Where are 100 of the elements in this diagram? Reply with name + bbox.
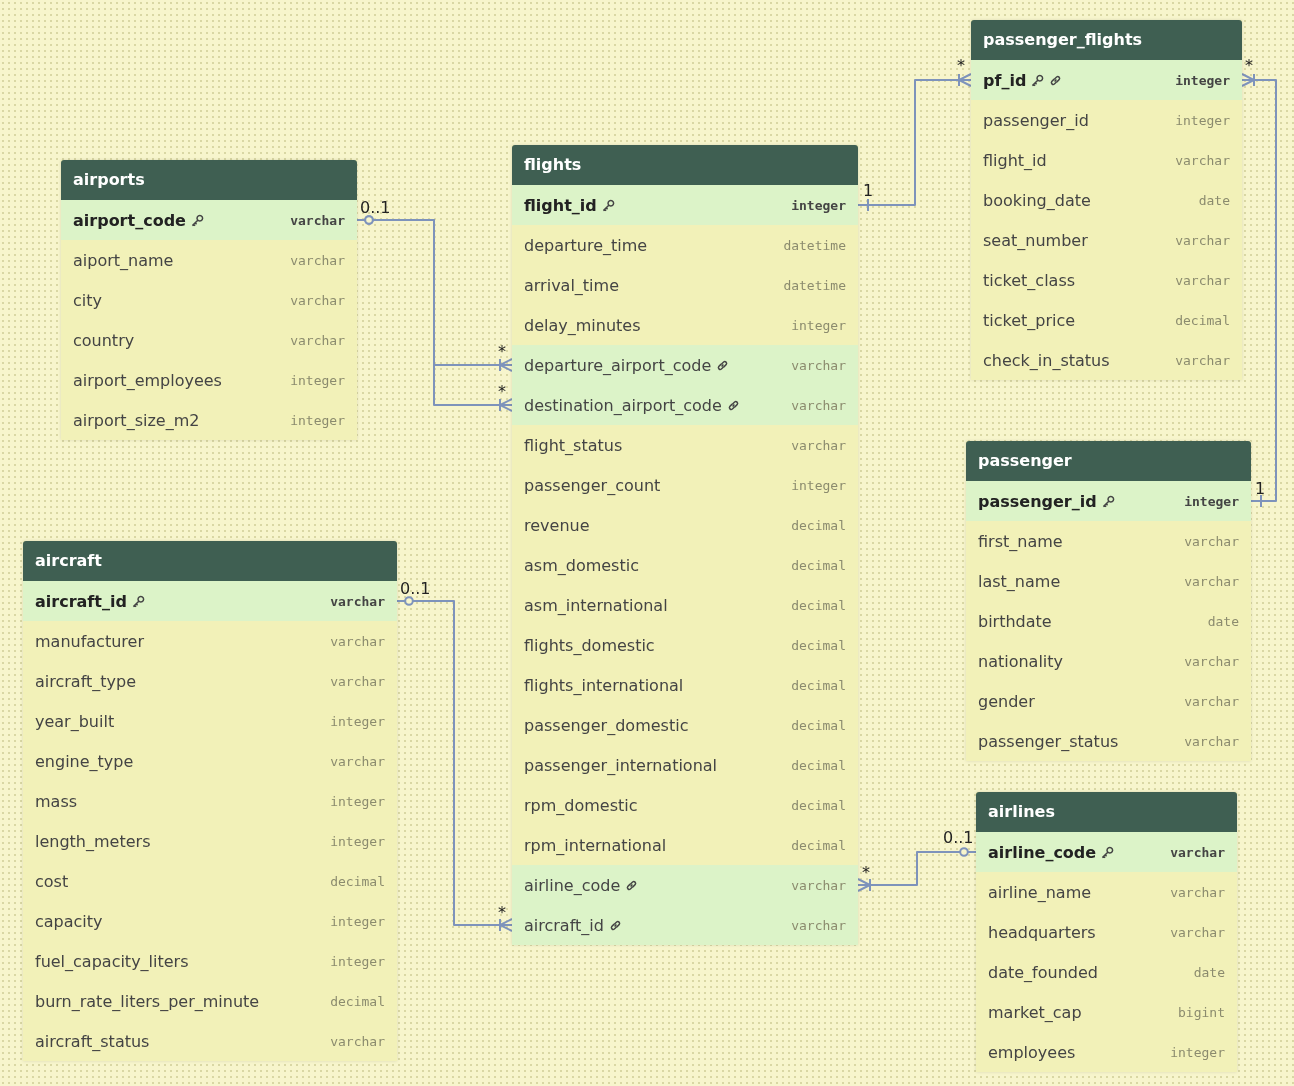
column-type: integer xyxy=(330,793,385,809)
column-type: date xyxy=(1207,613,1239,629)
column-type: varchar xyxy=(791,437,846,453)
column-name: birthdate xyxy=(978,611,1052,631)
column-name: year_built xyxy=(35,711,115,731)
table-row xyxy=(512,905,858,945)
column-type: datetime xyxy=(783,237,846,253)
column-name: departure_airport_code xyxy=(524,355,712,375)
column-type: integer xyxy=(330,833,385,849)
column-name: fuel_capacity_liters xyxy=(35,951,189,971)
table-name: airports xyxy=(61,160,357,200)
column-type: varchar xyxy=(330,753,385,769)
column-name: gender xyxy=(978,691,1035,711)
column-type: varchar xyxy=(330,1033,385,1049)
column-type: integer xyxy=(791,197,846,213)
column-name: aircraft_status xyxy=(35,1031,150,1051)
column-name: date_founded xyxy=(988,962,1098,982)
column-name: arrival_time xyxy=(524,275,619,295)
column-name: passenger_status xyxy=(978,731,1119,751)
table-name: passenger xyxy=(966,441,1251,481)
column-name: last_name xyxy=(978,571,1061,591)
column-name: cost xyxy=(35,871,69,891)
column-name: airport_size_m2 xyxy=(73,410,200,430)
table-card xyxy=(61,160,357,440)
column-name: passenger_domestic xyxy=(524,715,689,735)
column-name: asm_international xyxy=(524,595,668,615)
table-row xyxy=(512,345,858,385)
table-card xyxy=(976,792,1237,1072)
table-name: aircraft xyxy=(23,541,397,581)
column-type: varchar xyxy=(1175,272,1230,288)
column-name: city xyxy=(73,290,102,310)
column-name: check_in_status xyxy=(983,350,1110,370)
column-type: integer xyxy=(290,412,345,428)
column-type: varchar xyxy=(1175,232,1230,248)
column-name: pf_id xyxy=(983,70,1027,90)
column-type: varchar xyxy=(1175,152,1230,168)
column-type: varchar xyxy=(330,673,385,689)
table-row xyxy=(23,581,397,621)
column-name: asm_domestic xyxy=(524,555,639,575)
column-name: airline_code xyxy=(988,842,1097,862)
column-name: aircraft_id xyxy=(35,591,127,611)
column-type: date xyxy=(1193,964,1225,980)
column-name: passenger_count xyxy=(524,475,661,495)
column-name: nationality xyxy=(978,651,1064,671)
column-type: decimal xyxy=(330,993,385,1009)
column-name: first_name xyxy=(978,531,1063,551)
column-type: varchar xyxy=(791,917,846,933)
column-type: varchar xyxy=(1184,573,1239,589)
cardinality-label: * xyxy=(498,905,506,921)
column-type: varchar xyxy=(290,332,345,348)
column-type: integer xyxy=(791,317,846,333)
column-type: decimal xyxy=(791,717,846,733)
column-name: airline_code xyxy=(524,875,621,895)
column-type: integer xyxy=(1175,72,1230,88)
table-name: passenger_flights xyxy=(971,20,1242,60)
column-name: passenger_id xyxy=(978,491,1097,511)
table-row xyxy=(971,60,1242,100)
column-type: datetime xyxy=(783,277,846,293)
column-name: aircraft_id xyxy=(524,915,604,935)
column-type: varchar xyxy=(1170,844,1225,860)
column-name: flights_international xyxy=(524,675,684,695)
column-type: integer xyxy=(1175,112,1230,128)
table-row xyxy=(976,832,1237,872)
column-type: varchar xyxy=(1170,924,1225,940)
table-name: flights xyxy=(512,145,858,185)
relationship-line xyxy=(1241,73,1277,508)
column-name: burn_rate_liters_per_minute xyxy=(35,991,260,1011)
column-name: ticket_class xyxy=(983,270,1076,290)
table-row xyxy=(61,200,357,240)
column-name: airport_code xyxy=(73,210,186,230)
column-type: varchar xyxy=(290,252,345,268)
column-name: departure_time xyxy=(524,235,648,255)
cardinality-label: 1 xyxy=(1255,481,1266,497)
column-type: integer xyxy=(330,713,385,729)
cardinality-label: * xyxy=(1245,58,1253,74)
column-name: flight_id xyxy=(983,150,1047,170)
column-type: decimal xyxy=(791,837,846,853)
column-type: integer xyxy=(330,913,385,929)
column-name: aiport_name xyxy=(73,250,174,270)
cardinality-label: * xyxy=(862,865,870,881)
column-name: length_meters xyxy=(35,831,151,851)
column-type: varchar xyxy=(1184,733,1239,749)
column-name: delay_minutes xyxy=(524,315,641,335)
column-type: date xyxy=(1198,192,1230,208)
cardinality-label: 0..1 xyxy=(943,830,974,846)
cardinality-label: * xyxy=(957,58,965,74)
column-name: rpm_domestic xyxy=(524,795,638,815)
column-name: flights_domestic xyxy=(524,635,655,655)
column-name: flight_id xyxy=(524,195,597,215)
cardinality-label: 1 xyxy=(863,183,874,199)
column-type: varchar xyxy=(1184,653,1239,669)
column-type: decimal xyxy=(791,677,846,693)
column-name: rpm_international xyxy=(524,835,667,855)
column-type: decimal xyxy=(1175,312,1230,328)
column-type: integer xyxy=(1184,493,1239,509)
column-type: varchar xyxy=(1175,352,1230,368)
column-name: headquarters xyxy=(988,922,1096,942)
column-name: passenger_id xyxy=(983,110,1089,130)
column-type: integer xyxy=(290,372,345,388)
column-name: airport_employees xyxy=(73,370,222,390)
